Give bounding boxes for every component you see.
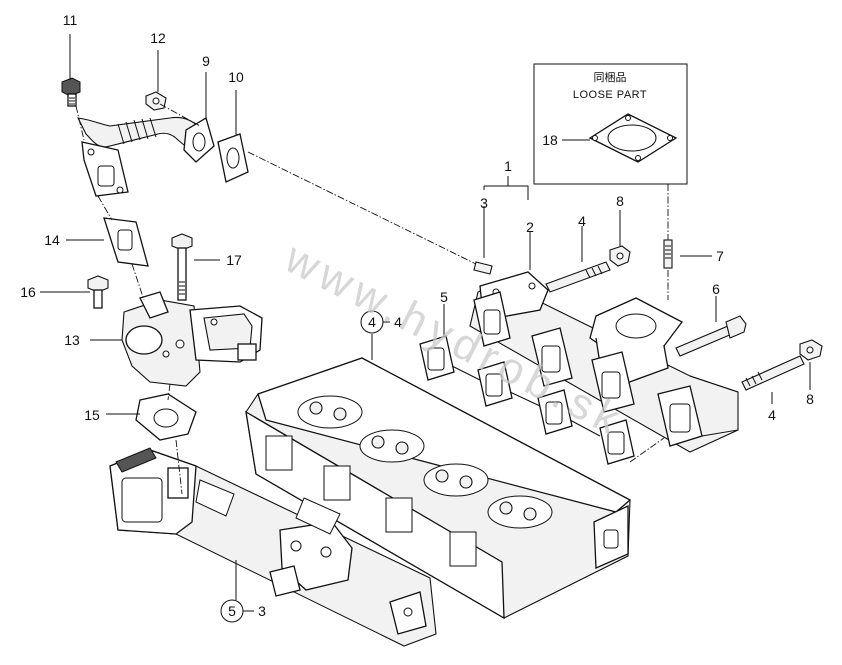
callout-17: 17 — [226, 252, 242, 268]
loose-part-jp-label: 同梱品 — [594, 70, 627, 84]
callout-12: 12 — [150, 30, 166, 46]
callout-13: 13 — [64, 332, 80, 348]
callout-5: 5 — [440, 289, 448, 305]
stud-3 — [473, 261, 493, 275]
intake-ref-circle-number: 5 — [228, 603, 236, 619]
egr-pipe-assembly — [77, 116, 215, 197]
callout-1: 1 — [504, 158, 512, 174]
callout-18: 18 — [542, 132, 558, 148]
callout-10: 10 — [228, 69, 244, 85]
cylinder-head-ref: 4 4 — [360, 310, 402, 334]
intake-ref-suffix: 3 — [258, 603, 266, 619]
bolt-16 — [87, 275, 109, 309]
bolt-17 — [171, 233, 193, 301]
bolt-6 — [675, 315, 747, 357]
exhaust-gasket-5 — [419, 335, 635, 465]
callout-14: 14 — [44, 232, 60, 248]
callout-6: 6 — [712, 281, 720, 297]
head-ref-suffix: 4 — [394, 314, 402, 330]
nut-8-upper — [609, 245, 631, 267]
loose-part-frame — [533, 63, 688, 185]
intake-manifold — [109, 447, 437, 647]
callout-16: 16 — [20, 284, 36, 300]
gasket-10 — [217, 133, 249, 183]
callout-15: 15 — [84, 407, 100, 423]
loose-part-en-label: LOOSE PART — [573, 89, 647, 101]
exhaust-manifold-1 — [469, 271, 739, 453]
callout-4-upper: 4 — [578, 213, 586, 229]
callout-8-upper: 8 — [616, 193, 624, 209]
callout-11: 11 — [63, 12, 78, 28]
head-ref-circle-number: 4 — [368, 314, 376, 330]
intake-manifold-ref: 5 3 — [220, 599, 266, 623]
gasket-15 — [135, 393, 197, 441]
gasket-14 — [103, 217, 149, 267]
callout-3: 3 — [480, 195, 488, 211]
bolt-11 — [61, 77, 81, 107]
leader-lines — [40, 34, 811, 600]
callout-7: 7 — [716, 248, 724, 264]
nut-12 — [145, 91, 167, 111]
gasket-18 — [588, 113, 678, 163]
callout-numbers: 11 12 9 10 14 17 16 13 15 1 3 2 4 8 7 6 … — [20, 12, 814, 423]
nut-8-lower — [799, 339, 823, 361]
stud-7 — [663, 239, 673, 269]
egr-valve-13 — [121, 291, 263, 387]
cylinder-head — [245, 357, 632, 620]
callout-8-lower: 8 — [806, 391, 814, 407]
stud-4-lower — [741, 355, 805, 391]
stud-4-upper — [545, 261, 611, 293]
loose-part-box: 同梱品 LOOSE PART 18 — [533, 63, 688, 185]
callout-4-lower: 4 — [768, 407, 776, 423]
callout-9: 9 — [202, 53, 210, 69]
callout-2: 2 — [526, 219, 534, 235]
